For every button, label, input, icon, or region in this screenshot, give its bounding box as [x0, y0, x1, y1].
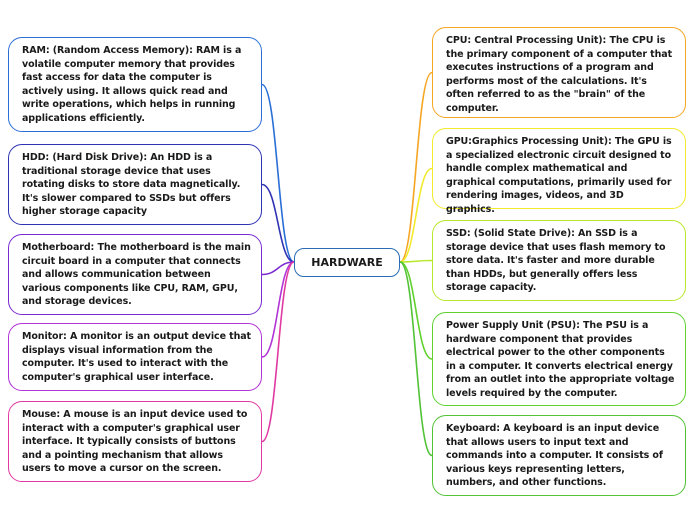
- topic-keyboard[interactable]: Keyboard: A keyboard is an input device …: [432, 415, 686, 496]
- connector-cpu: [399, 71, 433, 263]
- connector-monitor: [261, 261, 295, 358]
- topic-cpu[interactable]: CPU: Central Processing Unit): The CPU i…: [432, 27, 686, 118]
- topic-gpu[interactable]: GPU:Graphics Processing Unit): The GPU i…: [432, 128, 686, 215]
- topic-motherboard[interactable]: Motherboard: The motherboard is the main…: [8, 234, 262, 315]
- connector-motherboard: [261, 261, 295, 276]
- central-topic-hardware[interactable]: HARDWARE: [294, 248, 400, 277]
- topic-psu[interactable]: Power Supply Unit (PSU): The PSU is a ha…: [432, 312, 686, 406]
- topic-hdd[interactable]: HDD: (Hard Disk Drive): An HDD is a trad…: [8, 144, 262, 225]
- connector-ssd: [399, 259, 433, 263]
- topic-mouse[interactable]: Mouse: A mouse is an input device used t…: [8, 401, 262, 482]
- connector-hdd: [261, 183, 295, 263]
- connector-mouse: [261, 261, 295, 443]
- topic-ssd[interactable]: SSD: (Solid State Drive): An SSD is a st…: [432, 220, 686, 301]
- connector-gpu: [399, 167, 433, 263]
- topic-monitor[interactable]: Monitor: A monitor is an output device t…: [8, 323, 262, 391]
- topic-ram[interactable]: RAM: (Random Access Memory): RAM is a vo…: [8, 37, 262, 132]
- connector-psu: [399, 261, 433, 360]
- connector-keyboard: [399, 261, 433, 457]
- connector-ram: [261, 83, 295, 263]
